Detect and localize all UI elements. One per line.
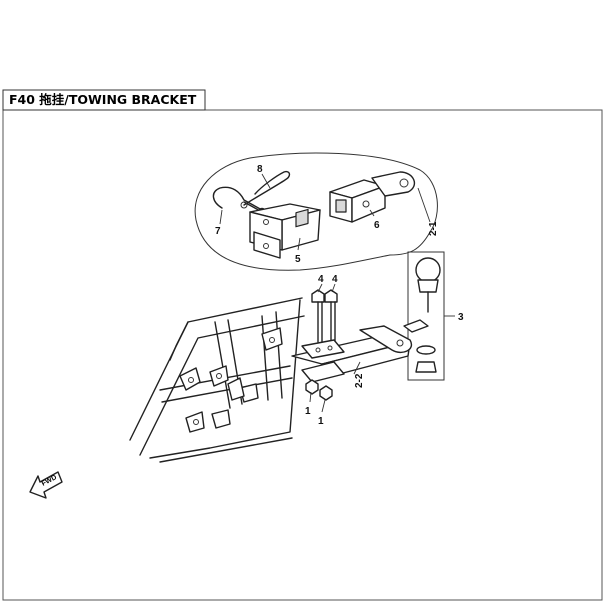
receiver-tube bbox=[329, 171, 416, 223]
hair-pin-clip bbox=[240, 170, 291, 209]
callout-3: 3 bbox=[458, 312, 464, 323]
receiver-mount bbox=[249, 203, 321, 259]
page-title: F40 拖挂/TOWING BRACKET bbox=[9, 92, 197, 107]
callout-1-left: 1 bbox=[305, 406, 311, 417]
vehicle-frame bbox=[129, 297, 305, 463]
leader-lines bbox=[219, 173, 455, 413]
kit-outline bbox=[194, 152, 438, 271]
callout-6: 6 bbox=[374, 220, 380, 231]
bolt-left bbox=[311, 289, 325, 343]
callout-1-right: 1 bbox=[318, 416, 324, 427]
callout-2-2: 2-2 bbox=[354, 373, 365, 388]
nut-left bbox=[305, 379, 319, 395]
title-block: F40 拖挂/TOWING BRACKET bbox=[2, 89, 206, 111]
callout-2-1: 2-1 bbox=[428, 221, 439, 236]
callout-8: 8 bbox=[257, 164, 263, 175]
callout-7: 7 bbox=[215, 226, 221, 237]
callout-4-left: 4 bbox=[318, 274, 324, 285]
towing-bar bbox=[291, 319, 429, 383]
hitch-ball-kit bbox=[407, 251, 445, 381]
bolt-right bbox=[324, 289, 338, 343]
forward-direction-arrow: FWD bbox=[29, 471, 63, 499]
drawing-frame bbox=[2, 109, 603, 601]
nut-right bbox=[319, 385, 333, 401]
callout-4-right: 4 bbox=[332, 274, 338, 285]
callout-5: 5 bbox=[295, 254, 301, 265]
